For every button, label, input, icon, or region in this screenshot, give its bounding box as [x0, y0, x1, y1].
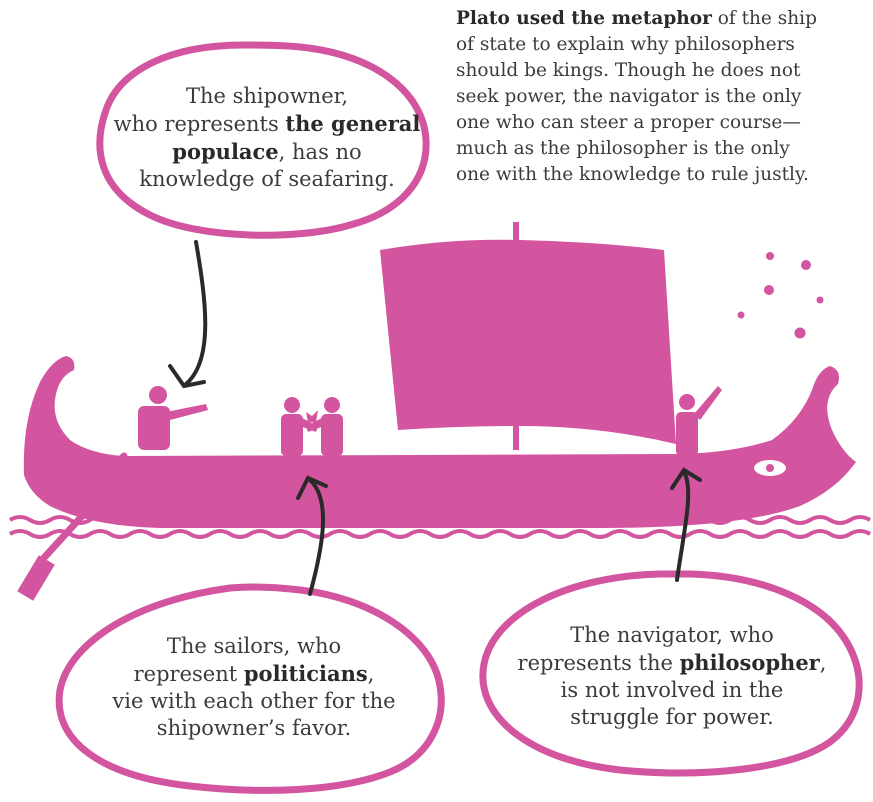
caption-line: The navigator, who [570, 623, 774, 647]
caption-bold: politicians [243, 661, 368, 686]
sailors-bubble [55, 583, 445, 794]
caption-text: represents the [517, 651, 680, 675]
caption-line: knowledge of seafaring. [139, 167, 395, 191]
shipowner-caption: The shipowner, who represents the genera… [108, 83, 426, 193]
caption-line: The shipowner, [185, 84, 349, 108]
intro-bold: Plato used the metaphor [456, 8, 712, 29]
caption-line: The sailors, who [166, 634, 342, 658]
intro-line: one with the knowledge to rule justly. [456, 164, 809, 185]
intro-line: of state to explain why philosophers [456, 34, 795, 55]
caption-text: , has no [278, 140, 362, 164]
sail-icon [380, 239, 676, 444]
caption-line: shipowner’s favor. [156, 716, 352, 740]
intro-line: one who can steer a proper course— [456, 112, 801, 133]
intro-line: seek power, the navigator is the only [456, 86, 802, 107]
navigator-arrow [670, 467, 702, 582]
sailors-arrow [296, 475, 328, 596]
caption-bold: the general [285, 111, 421, 136]
caption-text: , [367, 662, 375, 686]
intro-line: of the ship [711, 8, 817, 29]
ship-icon [23, 356, 857, 528]
caption-bold: philosopher [679, 650, 820, 675]
navigator-figure-icon [676, 386, 722, 456]
shipowner-figure-icon [138, 386, 208, 450]
sailors-caption: The sailors, who represent politicians, … [78, 633, 430, 742]
caption-text: who represents [113, 112, 286, 136]
caption-line: struggle for power. [570, 705, 774, 729]
caption-text: represent [133, 662, 244, 686]
stars-icon [737, 252, 824, 339]
intro-paragraph: Plato used the metaphor of the ship of st… [456, 6, 870, 188]
caption-text: , [819, 651, 827, 675]
navigator-bubble [479, 570, 863, 777]
shipowner-bubble [96, 41, 430, 239]
shipowner-arrow [168, 240, 208, 389]
intro-line: much as the philosopher is the only [456, 138, 790, 159]
navigator-caption: The navigator, who represents the philos… [492, 622, 852, 731]
caption-bold: populace [172, 139, 279, 164]
caption-line: vie with each other for the [112, 689, 396, 713]
intro-line: should be kings. Though he does not [456, 60, 801, 81]
sailor-figures-icon [281, 397, 343, 456]
waves-icon [8, 515, 872, 539]
caption-line: is not involved in the [560, 678, 784, 702]
